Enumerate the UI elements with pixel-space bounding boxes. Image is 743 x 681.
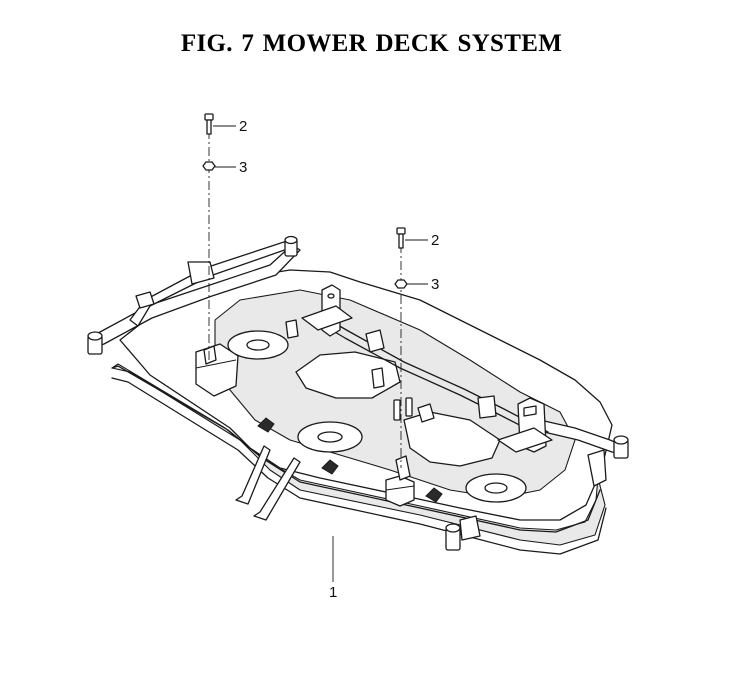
nut-right — [394, 279, 408, 289]
nut-left — [202, 161, 216, 171]
front-lift-links — [235, 445, 301, 521]
callout-2-right: 2 — [431, 232, 439, 249]
callout-2-left: 2 — [239, 118, 247, 135]
bolt-right — [396, 227, 406, 249]
front-center-mount-block — [385, 455, 415, 507]
bolt-left — [204, 113, 214, 135]
mower-deck-shell — [111, 269, 613, 555]
callout-3-left: 3 — [239, 159, 247, 176]
callout-3-right: 3 — [431, 276, 439, 293]
center-brackets — [285, 319, 497, 423]
mount-bracket-left-rear — [301, 284, 353, 337]
front-left-mount-block — [195, 343, 239, 397]
callout-labels: 2 3 2 3 1 — [239, 118, 439, 601]
right-hanger-bracket — [539, 419, 629, 487]
mount-bracket-right-rear — [497, 397, 553, 453]
callout-1-deck: 1 — [329, 584, 337, 601]
leader-lines — [213, 125, 428, 582]
rear-pivot-post — [445, 515, 481, 551]
hardware-stack-left — [202, 113, 216, 362]
figure-title: FIG. 7 MOWER DECK SYSTEM — [180, 30, 563, 57]
belt-guard-clips — [257, 417, 443, 503]
rear-support-rod — [317, 315, 549, 439]
left-hanger-bracket — [87, 235, 301, 355]
